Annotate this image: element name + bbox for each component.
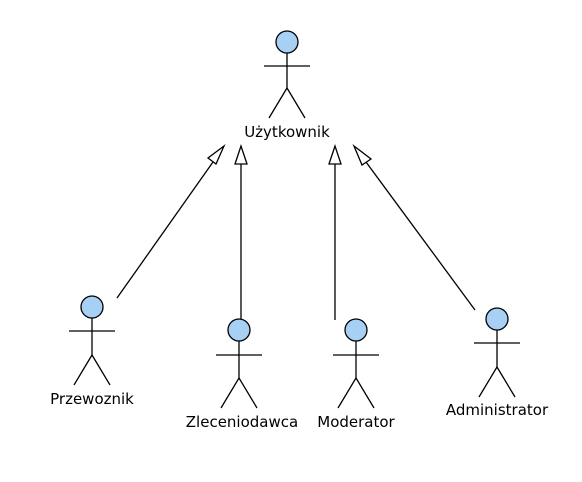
generalization-przewoznik — [116, 143, 226, 299]
actor-head-icon — [485, 307, 509, 331]
actor-label-przewoznik: Przewoznik — [50, 390, 134, 408]
actor-label-uzytkownik: Użytkownik — [244, 123, 330, 141]
actor-moderator[interactable]: Moderator — [317, 318, 396, 431]
actor-administrator[interactable]: Administrator — [446, 307, 549, 419]
actor-head-icon — [344, 318, 368, 342]
actor-przewoznik[interactable]: Przewoznik — [50, 295, 134, 408]
generalization-zleceniodawca — [234, 143, 248, 320]
actor-label-administrator: Administrator — [446, 401, 549, 419]
generalization-administrator — [352, 143, 476, 311]
actor-label-moderator: Moderator — [317, 413, 395, 431]
generalization-moderator — [328, 143, 342, 320]
actor-uzytkownik[interactable]: Użytkownik — [244, 30, 330, 141]
actor-head-icon — [275, 30, 299, 54]
actor-zleceniodawca[interactable]: Zleceniodawca — [186, 318, 298, 431]
actor-head-icon — [227, 318, 251, 342]
actor-label-zleceniodawca: Zleceniodawca — [186, 413, 298, 431]
actor-head-icon — [80, 295, 104, 319]
